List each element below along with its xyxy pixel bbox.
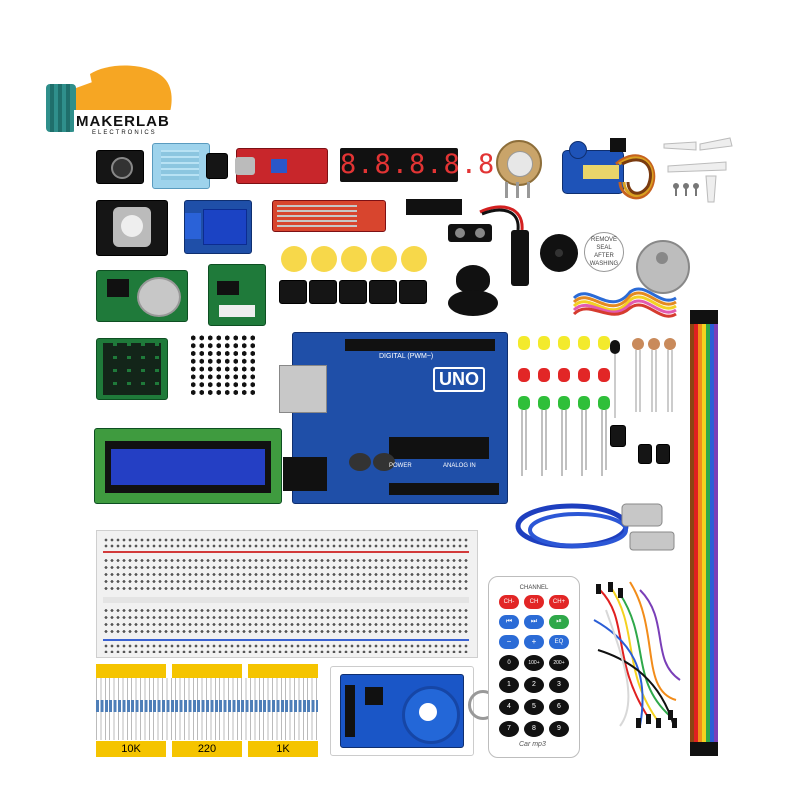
makerlab-logo — [46, 65, 174, 132]
tactile-switch — [279, 280, 307, 304]
tactile-switch — [399, 280, 427, 304]
photoresistors — [610, 338, 676, 418]
resistor-label-1k: 1K — [248, 741, 318, 757]
resistor-bodies — [96, 700, 318, 712]
remote-key: 4 — [499, 699, 519, 715]
dupont-ribbon — [690, 310, 718, 756]
remote-key: ⏮ — [499, 615, 519, 629]
breadboard — [96, 530, 478, 658]
tilt-sensor — [656, 444, 670, 464]
ir-receiver-module — [96, 150, 144, 184]
battery-clip — [448, 205, 524, 242]
rfid-key-fob — [402, 686, 460, 744]
button-cap — [311, 246, 337, 272]
dc-plug — [511, 230, 529, 286]
remote-header: CHANNEL — [519, 585, 549, 591]
remote-key: 7 — [499, 721, 519, 737]
led-set — [518, 336, 610, 476]
remote-key: 6 — [549, 699, 569, 715]
ir-receiver — [610, 425, 626, 447]
joystick-module — [96, 200, 168, 256]
tilt-sensor — [638, 444, 652, 464]
remote-key: ⏯ — [549, 615, 569, 629]
power-label: POWER — [389, 463, 412, 469]
led-dot-matrix — [187, 332, 259, 398]
servo-motor — [562, 141, 624, 194]
button-cap — [341, 246, 367, 272]
resistor-label-10k: 10K — [96, 741, 166, 757]
servo-horns — [663, 137, 733, 203]
capacitor — [373, 453, 395, 471]
rtc-clock-module — [96, 270, 188, 322]
remote-key: − — [499, 635, 519, 649]
joystick-cap — [456, 265, 490, 293]
remote-key: CH+ — [549, 595, 569, 609]
resistor-tape — [172, 664, 242, 678]
tactile-switch — [369, 280, 397, 304]
keypad-matrix — [96, 338, 168, 400]
uno-label: UNO — [433, 367, 485, 392]
arduino-uno-board: DIGITAL (PWM~) UNO POWER ANALOG IN — [279, 332, 508, 504]
resistor-label-220: 220 — [172, 741, 242, 757]
remote-key: CH — [524, 595, 544, 609]
remote-key: 3 — [549, 677, 569, 693]
sound-sensor-module — [235, 148, 328, 184]
remote-brand: Car mp3 — [519, 741, 546, 748]
remote-key: EQ — [549, 635, 569, 649]
seven-segment-display: 8.8.8.8.8.8 — [340, 148, 530, 182]
power-analog-header — [389, 483, 499, 495]
stepper-motor — [636, 240, 690, 294]
potentiometer — [496, 140, 542, 186]
stepper-driver-board — [208, 264, 266, 326]
button-cap — [371, 246, 397, 272]
button-cap — [281, 246, 307, 272]
remote-key: 8 — [524, 721, 544, 737]
water-level-sensor — [272, 200, 386, 232]
remote-key: 9 — [549, 721, 569, 737]
digital-label: DIGITAL (PWM~) — [379, 353, 434, 360]
joystick-base — [448, 290, 498, 316]
ic-chip — [406, 199, 462, 215]
tactile-switch — [309, 280, 337, 304]
logo-brand: MAKERLAB — [76, 113, 170, 130]
remote-key: 2 — [524, 677, 544, 693]
usb-b-port — [279, 365, 327, 413]
remote-key: ⏭ — [524, 615, 544, 629]
dc-jack — [283, 457, 327, 491]
servo-cable — [610, 138, 656, 200]
remote-key: 5 — [524, 699, 544, 715]
usb-cable — [515, 503, 675, 551]
tactile-switch — [339, 280, 367, 304]
lcd-1602-module — [94, 428, 282, 504]
button-cap — [401, 246, 427, 272]
dht11-sensor-module — [152, 143, 210, 189]
remote-key: 1 — [499, 677, 519, 693]
jumper-wires — [593, 581, 681, 728]
analog-label: ANALOG IN — [443, 463, 476, 469]
remote-key: 200+ — [549, 655, 569, 671]
dht11-header — [206, 153, 228, 179]
capacitor — [349, 453, 371, 471]
digital-header — [345, 339, 495, 351]
buzzer — [540, 234, 578, 272]
logo-sub: ELECTRONICS — [92, 130, 157, 136]
remote-key: 100+ — [524, 655, 544, 671]
atmega-chip — [389, 437, 489, 459]
relay-module — [184, 200, 252, 254]
remote-key: 0 — [499, 655, 519, 671]
resistor-tape — [248, 664, 318, 678]
remote-key: + — [524, 635, 544, 649]
remote-key: CH- — [499, 595, 519, 609]
ir-remote: CHANNEL CH- CH CH+ ⏮ ⏭ ⏯ − + EQ 0 100+ 2… — [488, 576, 580, 758]
stepper-cable — [572, 287, 677, 318]
resistor-tape — [96, 664, 166, 678]
buzzer-sticker: REMOVE SEAL AFTER WASHING — [584, 232, 624, 272]
